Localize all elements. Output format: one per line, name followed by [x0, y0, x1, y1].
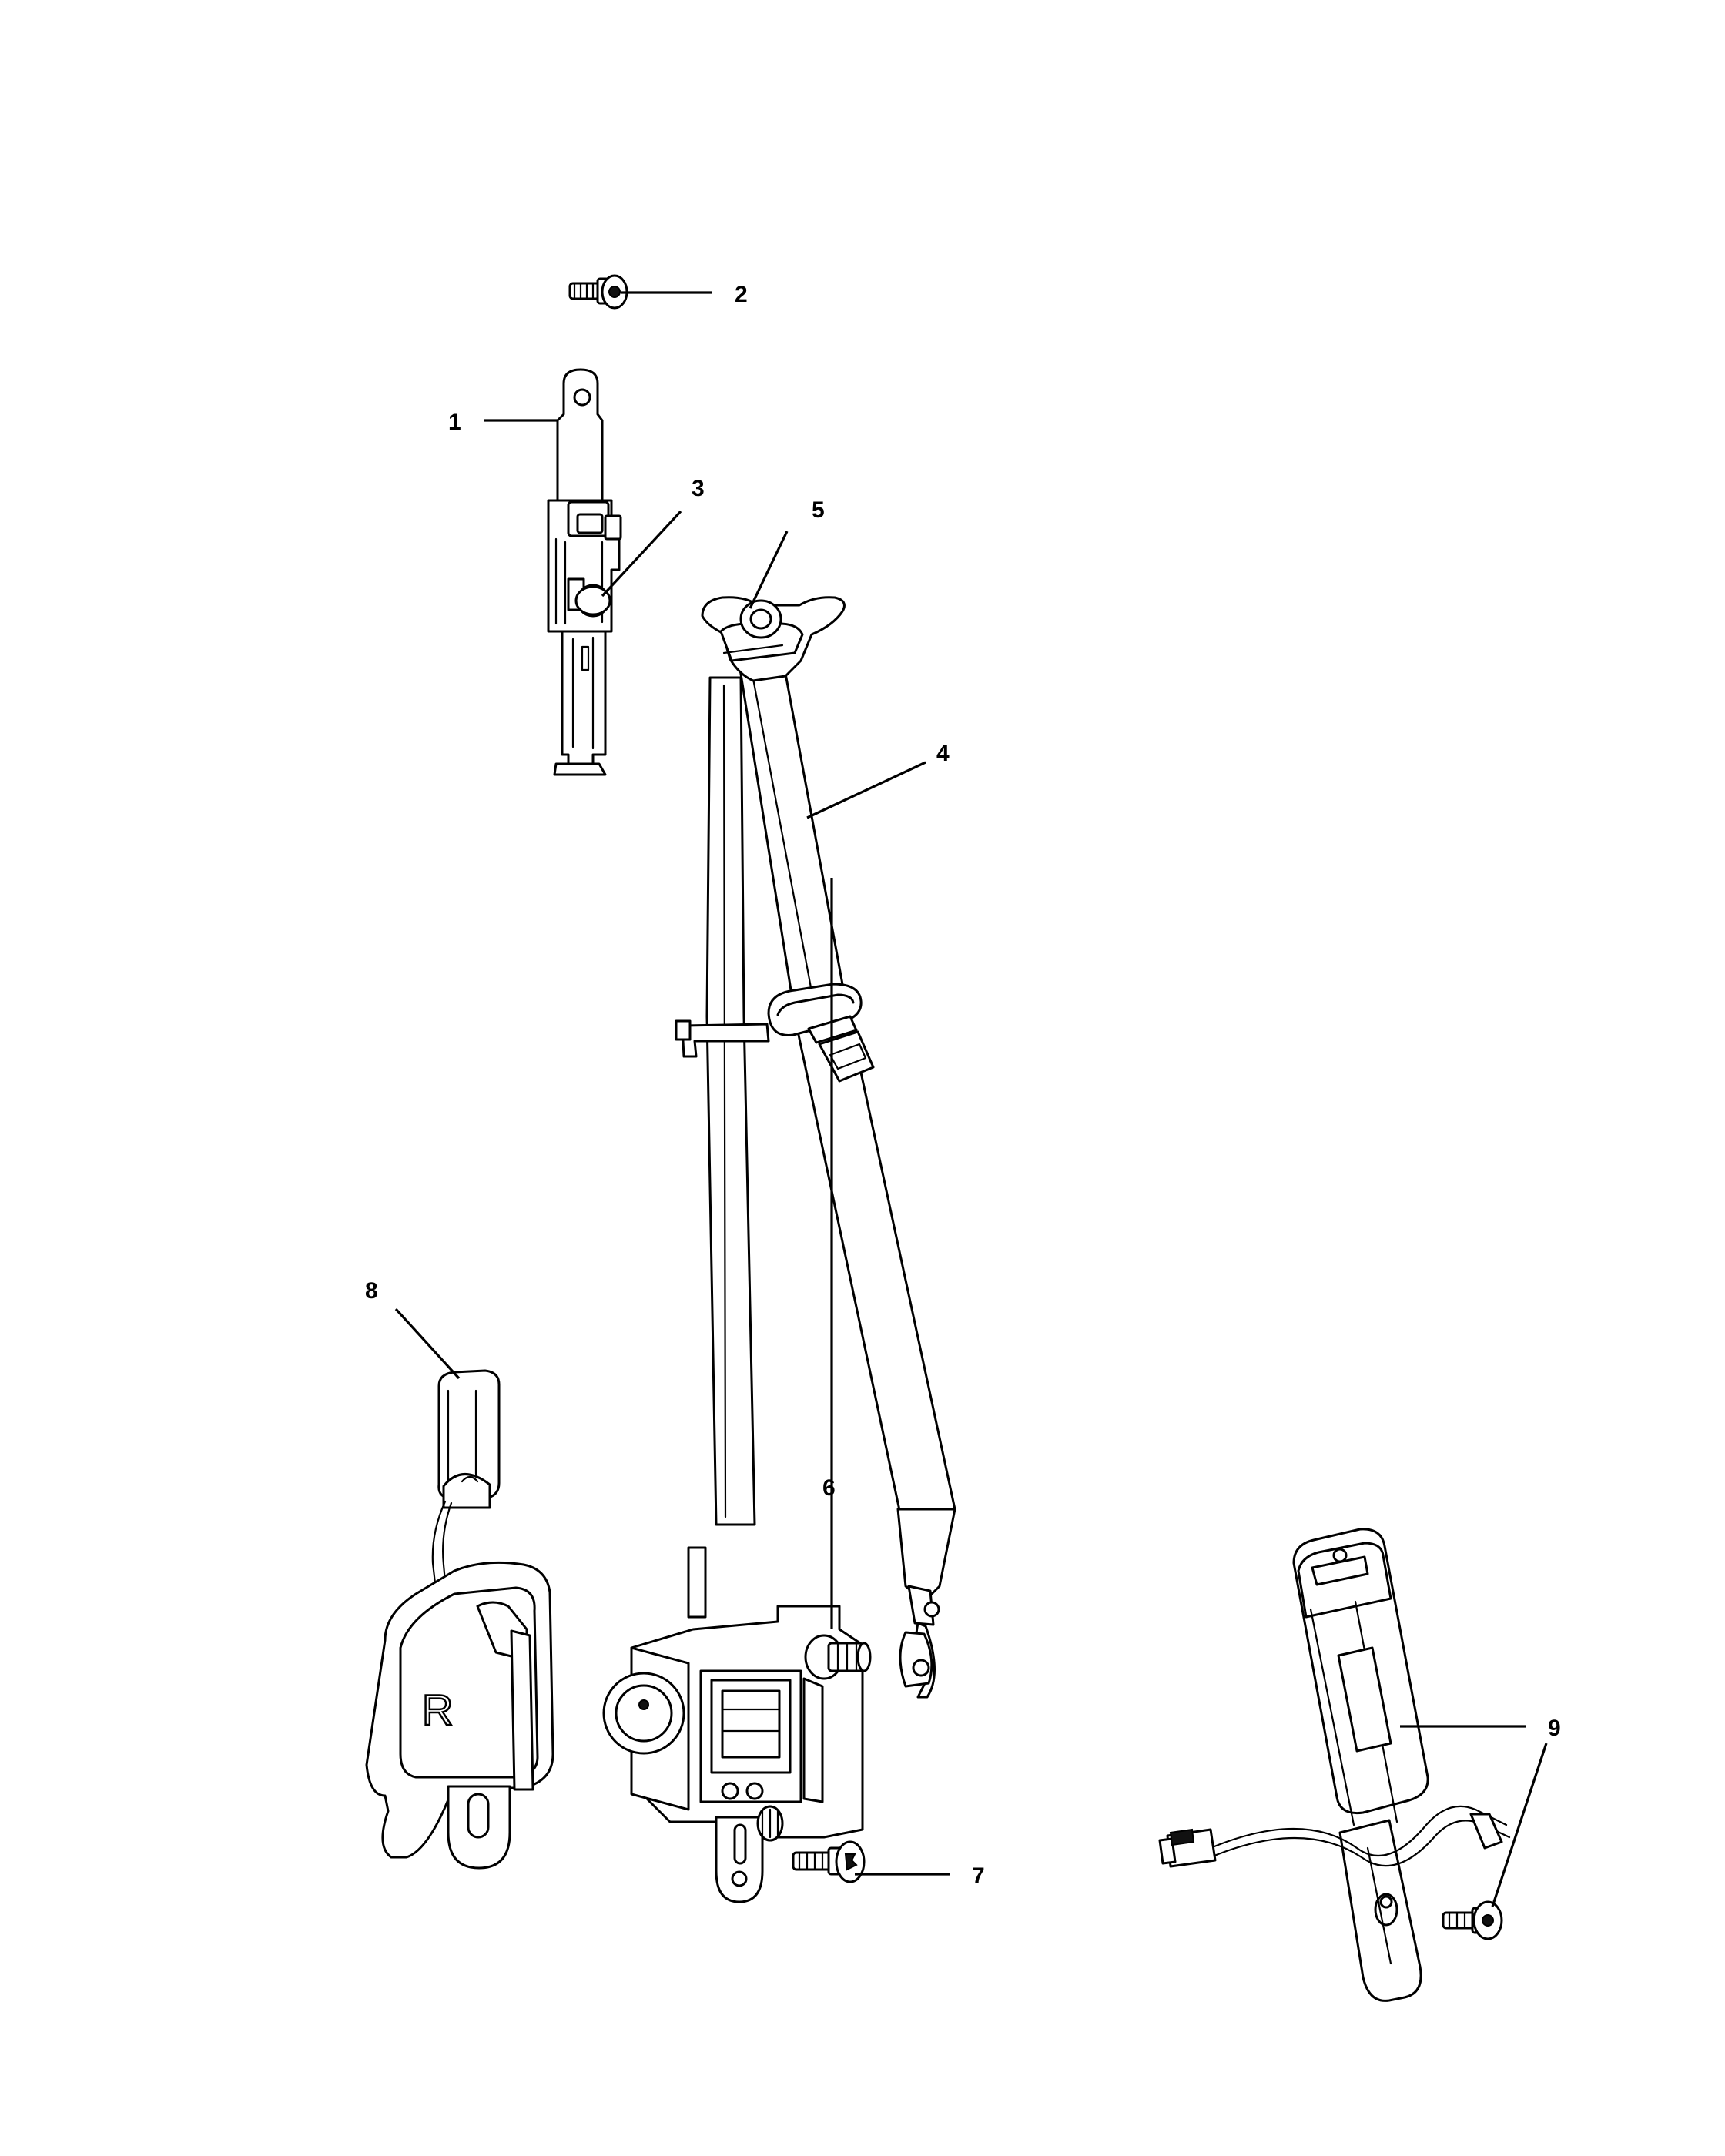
cover-marking-r: R [422, 1686, 453, 1734]
part-2-bolt[interactable] [568, 274, 628, 310]
part-7-bolt[interactable] [792, 1840, 866, 1883]
callout-5: 5 [812, 497, 825, 523]
callout-labels: 1 2 3 4 5 6 7 8 9 [365, 282, 1561, 1889]
leader-lines [394, 291, 1548, 1907]
part-8-cover[interactable]: R [365, 1369, 554, 1870]
part-5-upper-guide-loop[interactable] [701, 596, 846, 682]
callout-3: 3 [692, 476, 705, 501]
callout-2: 2 [735, 282, 748, 307]
callout-1: 1 [448, 410, 461, 435]
leader-3 [601, 510, 682, 598]
part-9-buckle-bolt[interactable] [1442, 1900, 1503, 1940]
leader-8 [394, 1307, 461, 1380]
callout-9: 9 [1548, 1716, 1561, 1741]
callout-8: 8 [365, 1278, 378, 1304]
leader-5 [749, 531, 789, 609]
part-4-belt-webbing[interactable] [675, 647, 956, 1699]
part-3-nut[interactable] [574, 585, 611, 616]
leader-9b [1491, 1743, 1548, 1907]
callout-6: 6 [822, 1475, 836, 1501]
callout-4: 4 [936, 741, 950, 766]
retractor-assembly[interactable] [602, 1546, 864, 1903]
part-9-buckle[interactable] [1158, 1528, 1511, 2002]
callout-7: 7 [972, 1863, 985, 1889]
leader-4 [806, 761, 926, 819]
part-6-bolt[interactable] [804, 1634, 872, 1680]
part-1-height-adjuster[interactable] [547, 368, 622, 776]
